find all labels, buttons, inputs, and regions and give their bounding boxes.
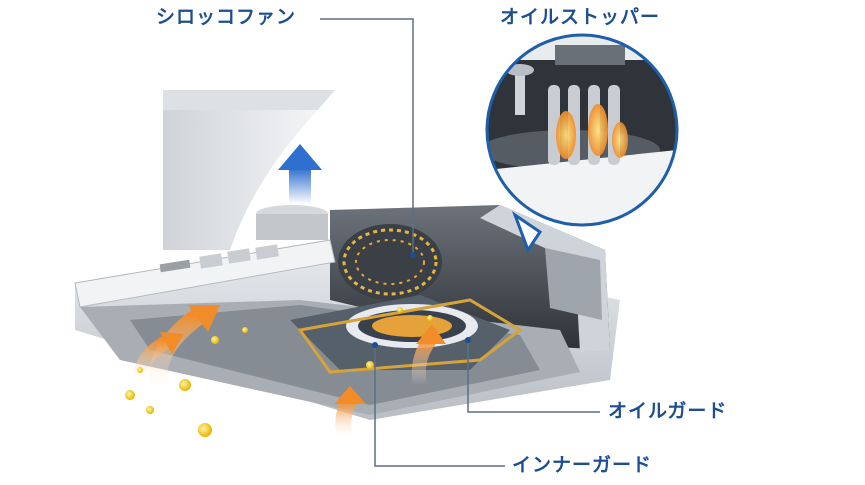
sirocco-fan: [338, 224, 442, 300]
label-inner-guard: インナーガード: [512, 454, 653, 476]
oil-guard: [297, 298, 523, 374]
label-oil-stopper: オイルストッパー: [500, 6, 661, 28]
curved-arrow-icon: [133, 305, 446, 442]
oilguard-callout-line: [467, 340, 600, 413]
label-oil-guard: オイルガード: [608, 400, 728, 422]
oil-stopper-zoom: [485, 33, 679, 227]
arrow-up-icon: [278, 144, 322, 204]
inner-callout-line: [374, 345, 505, 467]
wall-duct-cover: [163, 90, 335, 250]
label-sirocco-fan: シロッコファン: [156, 6, 297, 28]
sirocco-callout-line: [320, 18, 414, 255]
callout-lines: [320, 18, 600, 467]
dot-icon: [125, 307, 433, 437]
